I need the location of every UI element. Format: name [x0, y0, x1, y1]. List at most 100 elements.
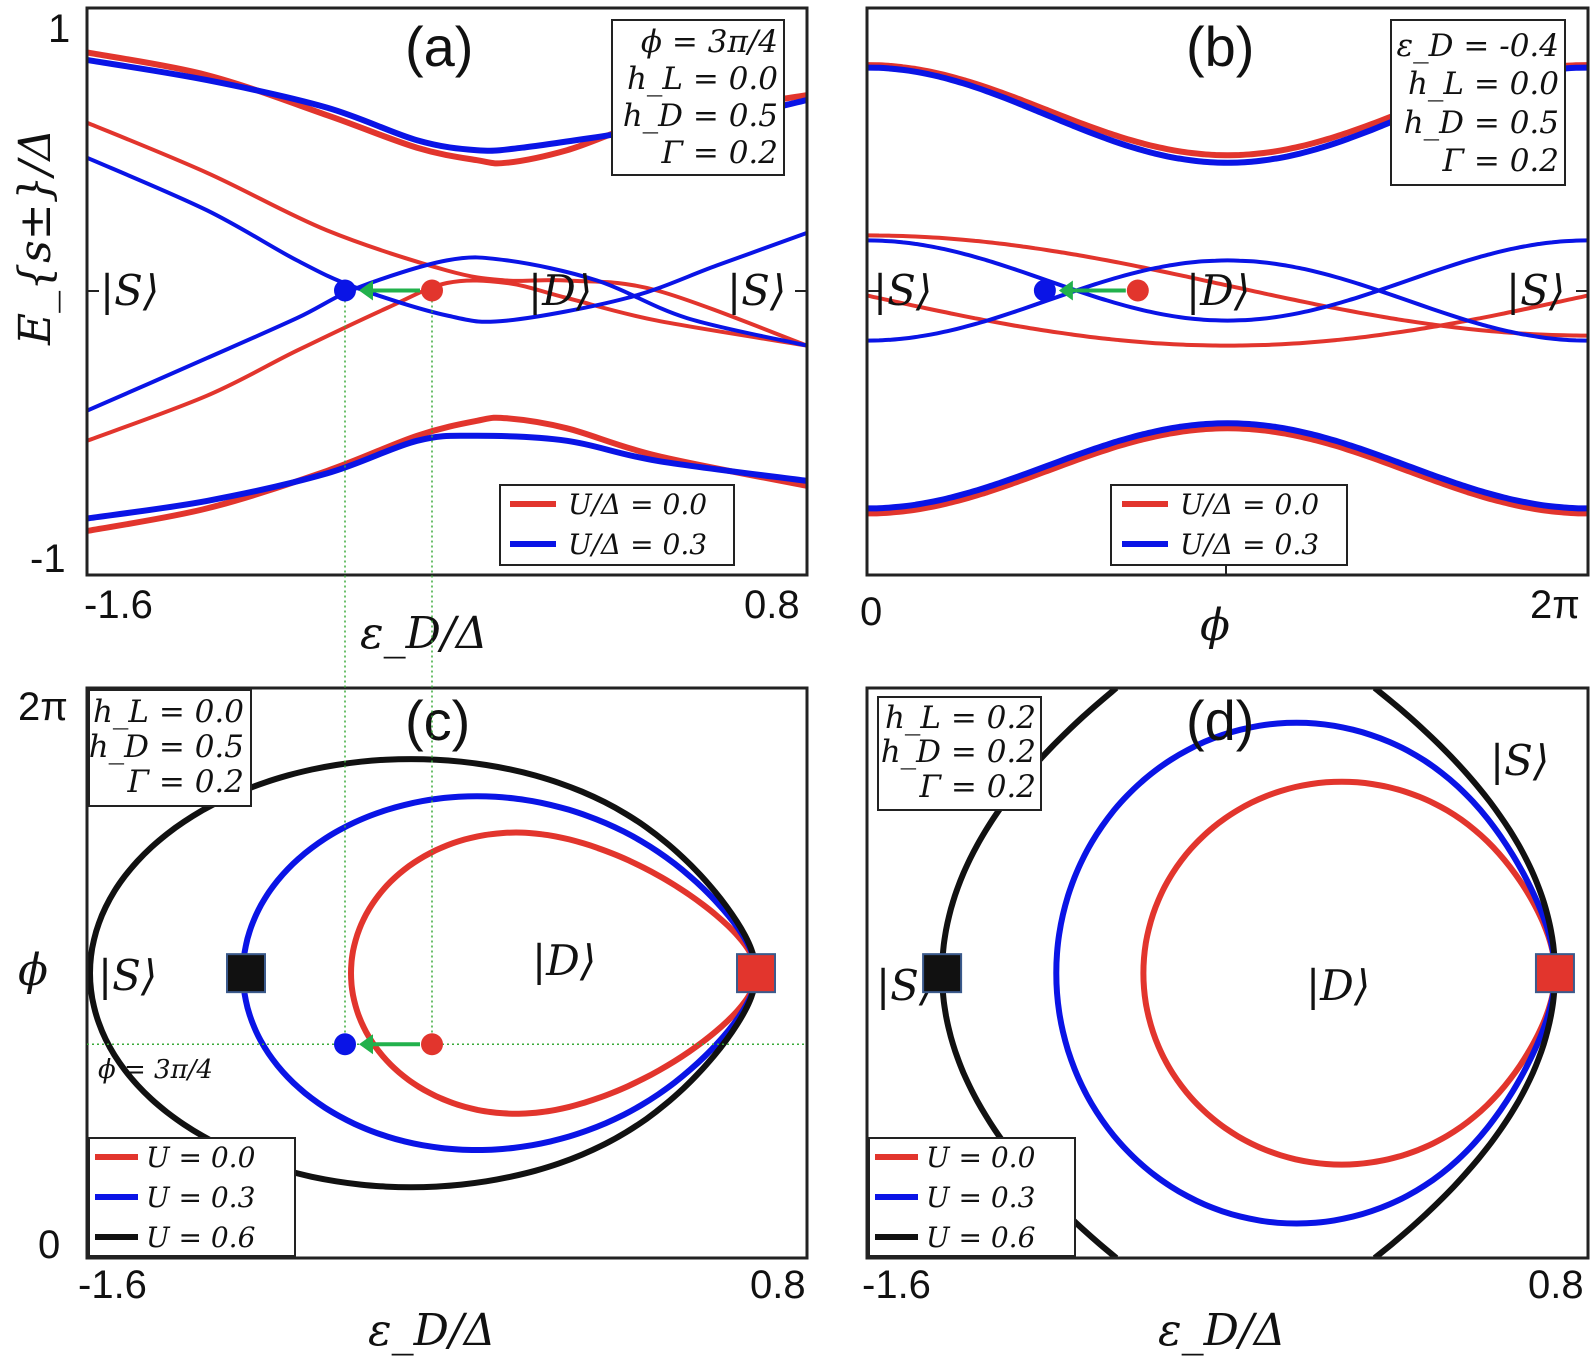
panel-b-title: (b): [1186, 15, 1254, 78]
panel-d-param: h_D = 0.2: [881, 734, 1036, 770]
panel-c-square-black: [226, 953, 266, 994]
panel-c: (c) 2π 0 -1.6 0.8 ε_D/Δ ϕ |S⟩ |D⟩ ϕ = 3π…: [18, 685, 809, 1356]
panel-b-xtick-label-right: 2π: [1530, 583, 1580, 627]
panel-b-curve-blue-3: [867, 420, 1588, 512]
panel-b-marker-red: [1126, 279, 1149, 302]
panel-b-curve-blue-2: [867, 258, 1588, 343]
panel-d-xtick-label-left: -1.6: [862, 1263, 931, 1307]
panel-b-arrow-head: [1058, 280, 1073, 301]
panel-d-legend-label: U = 0.6: [926, 1221, 1035, 1254]
panel-c-legend-label: U = 0.3: [146, 1181, 255, 1214]
panel-c-contour-blue: [239, 793, 760, 1154]
panel-a-legend-frame: [499, 484, 735, 566]
panel-b-xlabel: ϕ: [1200, 600, 1230, 651]
panel-b-legend-label: U/Δ = 0.0: [1180, 488, 1319, 521]
panel-a-legend-label: U/Δ = 0.3: [568, 528, 707, 561]
panel-a-param: ϕ = 3π/4: [641, 24, 778, 60]
panel-c-param: h_D = 0.5: [89, 729, 244, 765]
panel-b-curve-red-3: [867, 425, 1588, 517]
panel-a: (a) 1 -1 -1.6 0.8 ε_D/Δ E_{s±}/Δ |S⟩ |D⟩…: [10, 6, 809, 659]
panel-c-xtick-label-left: -1.6: [78, 1263, 147, 1307]
panel-b: (b) 0 2π ϕ |S⟩ |D⟩ |S⟩ ε_D = -0.4 h_L = …: [860, 6, 1590, 651]
panel-b-legend-label: U/Δ = 0.3: [1180, 528, 1319, 561]
panel-d-state-D: |D⟩: [1306, 961, 1370, 1010]
panel-c-param: Γ = 0.2: [127, 764, 245, 800]
panel-c-xtick-label-right: 0.8: [750, 1263, 806, 1307]
panel-c-state-S: |S⟩: [98, 951, 157, 1000]
panel-c-state-D: |D⟩: [532, 936, 596, 985]
panel-b-param: ε_D = -0.4: [1397, 28, 1559, 64]
panel-b-xtick-label-left: 0: [860, 590, 882, 634]
panel-c-param-box: h_L = 0.0 h_D = 0.5 Γ = 0.2: [88, 689, 252, 807]
panel-d-square-red: [1534, 953, 1575, 994]
panel-a-xtick-label-right: 0.8: [744, 583, 800, 627]
panel-d-square-black: [922, 953, 963, 994]
panel-b-param: h_D = 0.5: [1404, 105, 1559, 141]
panel-d-legend-label: U = 0.3: [926, 1181, 1035, 1214]
panel-d-legend-label: U = 0.0: [926, 1141, 1035, 1174]
panel-d-param: Γ = 0.2: [919, 769, 1037, 805]
panel-d-legend: U = 0.0 U = 0.3 U = 0.6: [868, 1137, 1076, 1257]
panel-b-state-S-left: |S⟩: [873, 266, 932, 315]
panel-c-ytick-label-top: 2π: [18, 685, 68, 729]
panel-b-param: Γ = 0.2: [1442, 143, 1560, 179]
panel-d-contour-blue: [1053, 719, 1559, 1227]
guide-overlay: [87, 279, 1149, 1056]
panel-a-curve-blue-1: [87, 155, 807, 324]
panel-b-curve-red-1: [867, 233, 1588, 338]
panel-c-ytick-label-bottom: 0: [38, 1223, 60, 1267]
panel-d-contour-red: [1140, 778, 1559, 1168]
panel-a-xlabel: ε_D/Δ: [360, 608, 488, 659]
panel-a-legend: U/Δ = 0.0 U/Δ = 0.3: [499, 484, 735, 566]
panel-c-marker-blue: [334, 1033, 356, 1056]
panel-c-legend-label: U = 0.6: [146, 1221, 255, 1254]
panel-b-param-box-frame: [1390, 19, 1566, 186]
panel-c-title: (c): [405, 689, 470, 752]
panel-b-state-D: |D⟩: [1186, 266, 1250, 315]
panel-a-curve-red-2: [87, 278, 807, 443]
panel-d-xtick-label-right: 0.8: [1528, 1263, 1584, 1307]
panel-c-xlabel: ε_D/Δ: [368, 1305, 496, 1356]
panel-a-marker-blue: [334, 279, 356, 302]
panel-c-legend-label: U = 0.0: [146, 1141, 255, 1174]
panel-a-param: h_D = 0.5: [623, 98, 778, 134]
panel-c-arrow-head: [359, 1034, 373, 1055]
panel-b-marker-blue: [1033, 279, 1056, 302]
panel-a-legend-label: U/Δ = 0.0: [568, 488, 707, 521]
panel-d-state-S-right: |S⟩: [1490, 736, 1549, 785]
panel-a-marker-red: [421, 279, 443, 302]
panel-a-curve-red-3: [87, 414, 807, 534]
panel-b-param: h_L = 0.0: [1408, 66, 1559, 102]
panel-c-ylabel: ϕ: [18, 945, 48, 996]
panel-b-state-S-right: |S⟩: [1506, 266, 1565, 315]
panel-a-arrow-head: [359, 280, 373, 301]
panel-d-param: h_L = 0.2: [885, 700, 1036, 736]
panel-d-param-box: h_L = 0.2 h_D = 0.2 Γ = 0.2: [877, 696, 1042, 811]
panel-c-param: h_L = 0.0: [93, 694, 244, 730]
panel-a-param-box: ϕ = 3π/4 h_L = 0.0 h_D = 0.5 Γ = 0.2: [611, 19, 785, 176]
panel-a-param: h_L = 0.0: [627, 61, 778, 97]
panel-c-contour-red: [347, 829, 760, 1117]
panel-a-curve-blue-3: [87, 432, 807, 522]
panel-c-contour-black: [87, 756, 760, 1191]
panel-a-param-box-frame: [611, 19, 785, 176]
panel-d-xlabel: ε_D/Δ: [1158, 1305, 1286, 1356]
panel-a-state-S-right: |S⟩: [727, 266, 786, 315]
panel-b-curve-blue-1: [867, 238, 1588, 323]
panel-b-legend-frame: [1110, 484, 1348, 566]
panel-a-state-D: |D⟩: [528, 266, 592, 315]
panel-d-frame: [865, 686, 1590, 1260]
panel-c-marker-red: [421, 1033, 443, 1056]
panel-a-title: (a): [405, 15, 473, 78]
panel-b-legend: U/Δ = 0.0 U/Δ = 0.3: [1110, 484, 1348, 566]
panel-d-param-box-frame: [877, 696, 1042, 811]
panel-d-title: (d): [1186, 689, 1254, 752]
panel-b-param-box: ε_D = -0.4 h_L = 0.0 h_D = 0.5 Γ = 0.2: [1390, 19, 1566, 186]
panel-a-curve-blue-2: [87, 255, 807, 413]
panel-a-state-S-left: |S⟩: [100, 266, 159, 315]
panel-a-ytick-label-bottom: -1: [30, 537, 66, 581]
panel-a-xtick-label-left: -1.6: [84, 583, 153, 627]
panel-c-curves: [87, 756, 760, 1191]
panel-a-param: Γ = 0.2: [661, 135, 779, 171]
